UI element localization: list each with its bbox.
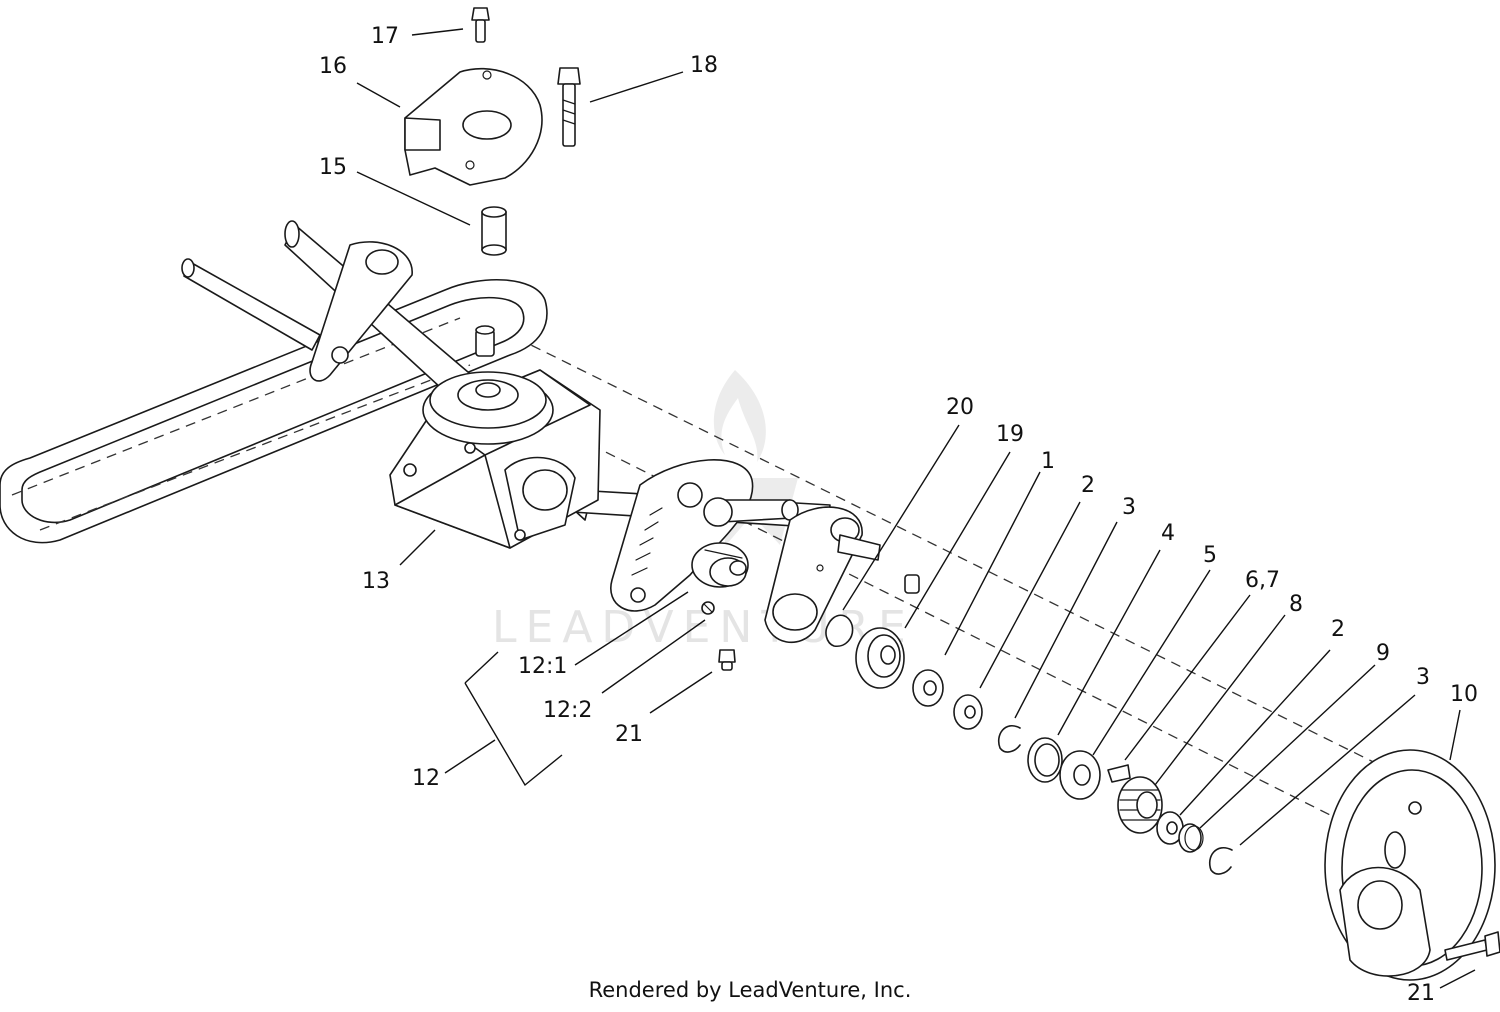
adjuster-knob [691, 542, 749, 588]
callout-21-hub: 21 [1407, 981, 1435, 1006]
bolt-21-knob [718, 649, 736, 671]
callout-5: 5 [1203, 543, 1217, 568]
callout-2b: 2 [1331, 617, 1345, 642]
callout-3b: 3 [1416, 665, 1430, 690]
callout-8: 8 [1289, 592, 1303, 617]
ratchet-5 [1059, 750, 1101, 800]
axle-bracket [309, 241, 413, 382]
callout-19: 19 [996, 422, 1024, 447]
drive-pulley [422, 371, 554, 445]
belt-guide-pin [475, 325, 495, 357]
cover-plate [404, 67, 543, 186]
link-rod [703, 497, 799, 527]
callout-16: 16 [319, 54, 347, 79]
bearing-19 [855, 627, 905, 689]
gasket-20 [825, 614, 854, 648]
spacer [481, 206, 507, 256]
callout-1: 1 [1041, 449, 1055, 474]
callouts: 17 16 18 15 13 20 19 1 2 3 4 5 6,7 8 2 9… [319, 24, 1478, 1006]
bolt-21-hub [1444, 931, 1500, 961]
callout-17: 17 [371, 24, 399, 49]
callout-9: 9 [1376, 641, 1390, 666]
callout-4: 4 [1161, 521, 1175, 546]
e-clip-3b [1209, 847, 1233, 875]
bolt-17 [471, 7, 490, 43]
callout-10: 10 [1450, 682, 1478, 707]
wheel-hub-cover [1324, 749, 1496, 981]
wheel-arm-plate [764, 506, 881, 644]
leader-lines [356, 28, 1476, 989]
render-credit: Rendered by LeadVenture, Inc. [588, 978, 912, 1002]
drive-gear-8 [1117, 776, 1163, 834]
callout-12-2: 12:2 [543, 698, 592, 723]
ring-4 [1027, 737, 1063, 783]
axle-stub [904, 574, 920, 594]
washer-2a [953, 694, 983, 730]
callout-12-1: 12:1 [518, 654, 567, 679]
callout-12: 12 [412, 766, 440, 791]
callout-18: 18 [690, 53, 718, 78]
pawl-6-7 [1107, 764, 1131, 783]
axle-centerline [377, 299, 1431, 841]
spring-9 [1178, 823, 1204, 853]
callout-20: 20 [946, 395, 974, 420]
callout-6-7: 6,7 [1245, 568, 1280, 593]
callout-15: 15 [319, 155, 347, 180]
callout-13: 13 [362, 569, 390, 594]
washer-1 [912, 669, 944, 707]
e-clip-3a [998, 725, 1021, 753]
callout-2a: 2 [1081, 473, 1095, 498]
callout-21-knob: 21 [615, 722, 643, 747]
callout-3a: 3 [1122, 495, 1136, 520]
detent-screw [701, 601, 715, 615]
bolt-18 [557, 67, 581, 147]
